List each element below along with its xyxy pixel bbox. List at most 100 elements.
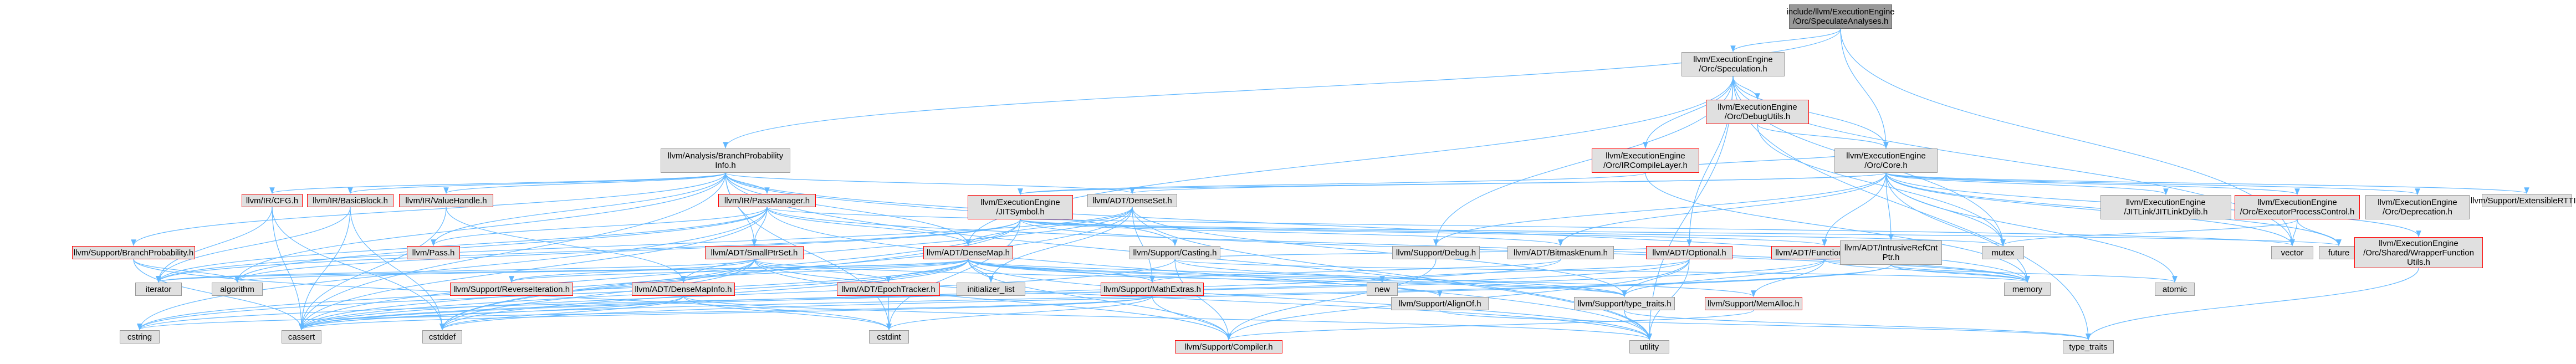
node-passmanager[interactable]: llvm/IR/PassManager.h bbox=[718, 194, 816, 207]
edge-densemap-to-revit bbox=[509, 259, 969, 283]
edge-cfg-to-cassert bbox=[272, 207, 304, 331]
edge-casting-to-cassert bbox=[299, 259, 1175, 331]
node-new[interactable]: new bbox=[1367, 283, 1398, 296]
edge-debugutils-to-mutex bbox=[1757, 124, 2006, 247]
edge-basicblock-to-cstddef bbox=[350, 207, 445, 331]
edge-bpi-to-casting bbox=[725, 172, 1178, 247]
edge-passmanager-to-densemap bbox=[766, 207, 971, 247]
node-revit[interactable]: llvm/Support/ReverseIteration.h bbox=[450, 283, 573, 296]
node-typetraits_llvm[interactable]: llvm/Support/type_traits.h bbox=[1574, 297, 1675, 310]
edge-densemap-to-compiler bbox=[968, 259, 1231, 341]
node-cstdint[interactable]: cstdint bbox=[869, 330, 909, 344]
node-branchprob[interactable]: llvm/Support/BranchProbability.h bbox=[72, 246, 195, 259]
node-denseset[interactable]: llvm/ADT/DenseSet.h bbox=[1087, 194, 1177, 207]
edge-bpi-to-basicblock bbox=[347, 172, 726, 194]
node-cstddef[interactable]: cstddef bbox=[422, 330, 462, 344]
edge-intrusiverefcnt-to-cassert bbox=[299, 264, 1892, 331]
node-intrusiverefcnt[interactable]: llvm/ADT/IntrusiveRefCnt Ptr.h bbox=[1840, 240, 1942, 265]
edge-smallptrset-to-iterator bbox=[156, 259, 755, 283]
node-memalloc[interactable]: llvm/Support/MemAlloc.h bbox=[1705, 297, 1802, 310]
node-atomic[interactable]: atomic bbox=[2155, 283, 2195, 296]
node-algorithm[interactable]: algorithm bbox=[212, 283, 263, 296]
edge-valuehandle-to-densemapinfo bbox=[446, 207, 686, 283]
edge-jitsymbol-to-cassert bbox=[299, 219, 1021, 331]
edge-casting-to-memory bbox=[1174, 259, 2030, 283]
node-cassert[interactable]: cassert bbox=[282, 330, 321, 344]
edge-speculation-to-vector bbox=[1732, 76, 2295, 247]
edge-jitsymbol-to-functionextras bbox=[1020, 219, 1827, 247]
edge-bpi-to-passmanager bbox=[725, 172, 770, 194]
node-jitsymbol[interactable]: llvm/ExecutionEngine /JITSymbol.h bbox=[968, 195, 1073, 219]
edge-bpi-to-pass bbox=[431, 172, 726, 247]
node-pass[interactable]: llvm/Pass.h bbox=[407, 246, 460, 259]
node-valuehandle[interactable]: llvm/IR/ValueHandle.h bbox=[399, 194, 493, 207]
node-densemapinfo[interactable]: llvm/ADT/DenseMapInfo.h bbox=[632, 283, 735, 296]
node-bpi[interactable]: llvm/Analysis/BranchProbability Info.h bbox=[661, 148, 790, 173]
edge-speculation-to-utility bbox=[1647, 76, 1734, 341]
node-epochtracker[interactable]: llvm/ADT/EpochTracker.h bbox=[837, 283, 940, 296]
edge-smallptrset-to-cstddef bbox=[439, 259, 755, 331]
edge-speculation-to-typetraits bbox=[1732, 76, 2091, 341]
edge-core-to-deprecation bbox=[1885, 172, 2420, 196]
edge-jitsymbol-to-future bbox=[1020, 219, 2341, 247]
edge-cfg-to-iterator bbox=[156, 207, 273, 283]
node-root[interactable]: include/llvm/ExecutionEngine /Orc/Specul… bbox=[1786, 4, 1895, 29]
edge-smallptrset-to-cstring bbox=[137, 259, 755, 331]
edge-core-to-jitlinkdylib bbox=[1885, 172, 2169, 196]
node-deprecation[interactable]: llvm/ExecutionEngine /Orc/Deprecation.h bbox=[2365, 195, 2470, 219]
node-optional[interactable]: llvm/ADT/Optional.h bbox=[1646, 246, 1732, 259]
node-initlist[interactable]: initializer_list bbox=[957, 283, 1025, 296]
node-irlayer[interactable]: llvm/ExecutionEngine /Orc/IRCompileLayer… bbox=[1592, 148, 1699, 173]
node-extensiblertti[interactable]: llvm/Support/ExtensibleRTTI.h bbox=[2471, 194, 2576, 207]
edge-denseset-to-initlist bbox=[988, 207, 1133, 283]
edge-denseset-to-densemapinfo bbox=[681, 207, 1133, 283]
node-iterator[interactable]: iterator bbox=[135, 283, 182, 296]
edge-alignof-to-typetraits bbox=[1439, 310, 2091, 341]
edge-densemap-to-initlist bbox=[968, 259, 994, 283]
edge-jitsymbol-to-mutex bbox=[1020, 219, 2005, 247]
edge-jitsymbol-to-bitmaskenum bbox=[1020, 219, 1563, 247]
edge-denseset-to-mathextras bbox=[1132, 207, 1155, 283]
edge-core-to-extensiblertti bbox=[1885, 172, 2529, 194]
node-cstring[interactable]: cstring bbox=[120, 330, 160, 344]
edge-root-to-bpi bbox=[723, 28, 1841, 149]
node-basicblock[interactable]: llvm/IR/BasicBlock.h bbox=[307, 194, 393, 207]
node-typetraits[interactable]: type_traits bbox=[2063, 340, 2114, 353]
edge-core-to-atomic bbox=[1885, 172, 2178, 283]
node-utility[interactable]: utility bbox=[1629, 340, 1669, 353]
node-debug[interactable]: llvm/Support/Debug.h bbox=[1392, 246, 1480, 259]
node-alignof[interactable]: llvm/Support/AlignOf.h bbox=[1391, 297, 1489, 310]
edge-epc-to-mutex bbox=[2000, 219, 2298, 247]
node-memory[interactable]: memory bbox=[2004, 283, 2051, 296]
node-epc[interactable]: llvm/ExecutionEngine /Orc/ExecutorProces… bbox=[2235, 195, 2360, 219]
node-speculation[interactable]: llvm/ExecutionEngine /Orc/Speculation.h bbox=[1681, 52, 1785, 76]
node-swfutils[interactable]: llvm/ExecutionEngine /Orc/Shared/Wrapper… bbox=[2354, 237, 2483, 268]
edge-denseset-to-utility bbox=[1132, 207, 1652, 341]
node-densemap[interactable]: llvm/ADT/DenseMap.h bbox=[923, 246, 1013, 259]
edge-densemapinfo-to-cstddef bbox=[439, 295, 684, 331]
edge-passmanager-to-utility bbox=[766, 207, 1652, 341]
node-compiler[interactable]: llvm/Support/Compiler.h bbox=[1175, 340, 1282, 353]
edge-core-to-denseset bbox=[1130, 172, 1887, 194]
node-mutex[interactable]: mutex bbox=[1982, 246, 2024, 259]
node-casting[interactable]: llvm/Support/Casting.h bbox=[1129, 246, 1220, 259]
node-jitlinkdylib[interactable]: llvm/ExecutionEngine /JITLink/JITLinkDyl… bbox=[2100, 195, 2231, 219]
edge-basicblock-to-cassert bbox=[299, 207, 351, 331]
node-debugutils[interactable]: llvm/ExecutionEngine /Orc/DebugUtils.h bbox=[1706, 100, 1809, 124]
edge-jitsymbol-to-cstdint bbox=[886, 219, 1021, 331]
node-smallptrset[interactable]: llvm/ADT/SmallPtrSet.h bbox=[705, 246, 804, 259]
edge-root-to-core bbox=[1840, 28, 1889, 149]
edge-root-to-speculation bbox=[1730, 28, 1841, 53]
node-future[interactable]: future bbox=[2319, 246, 2359, 259]
node-cfg[interactable]: llvm/IR/CFG.h bbox=[242, 194, 303, 207]
edge-irlayer-to-memory bbox=[1645, 172, 2030, 283]
edge-core-to-memory bbox=[1885, 172, 2030, 283]
node-mathextras[interactable]: llvm/Support/MathExtras.h bbox=[1101, 283, 1204, 296]
node-core[interactable]: llvm/ExecutionEngine /Orc/Core.h bbox=[1834, 148, 1938, 173]
edge-mathextras-to-cstdint bbox=[886, 295, 1153, 331]
node-vector[interactable]: vector bbox=[2271, 246, 2313, 259]
edge-core-to-intrusiverefcnt bbox=[1885, 172, 1894, 241]
node-bitmaskenum[interactable]: llvm/ADT/BitmaskEnum.h bbox=[1507, 246, 1614, 259]
edge-optional-to-new bbox=[1379, 259, 1690, 283]
